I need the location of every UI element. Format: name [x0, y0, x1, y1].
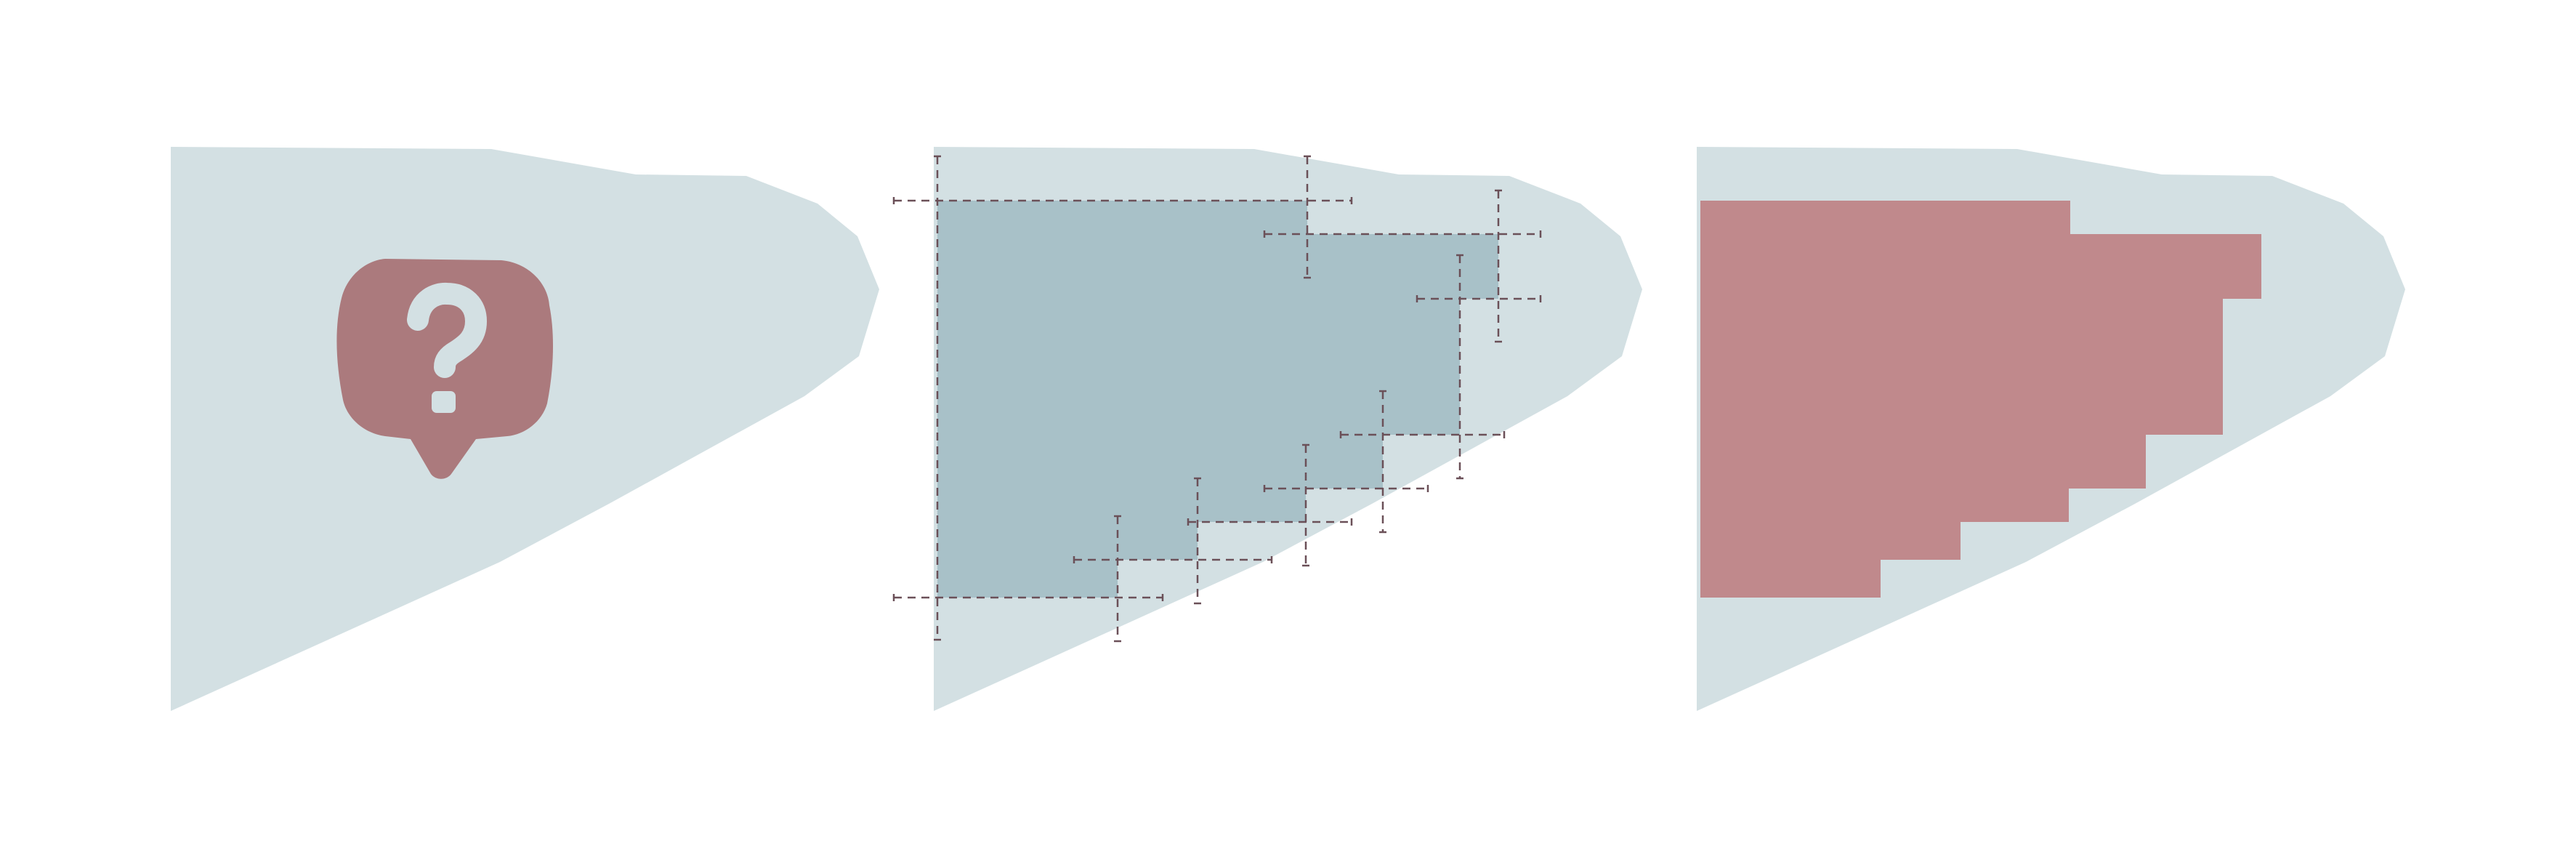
question-mark-hook: [407, 282, 487, 378]
question-bubble-icon: [336, 259, 554, 479]
staircase-result-region: [1700, 201, 2261, 598]
panel-problem: [171, 147, 879, 711]
guide-lines: [894, 156, 1541, 641]
inscribed-staircase-region: [937, 201, 1498, 598]
panel-construction: [892, 147, 1642, 711]
question-mark-dot: [432, 391, 456, 413]
panel-result: [1697, 147, 2405, 711]
guide-end-ticks: [892, 155, 1542, 643]
